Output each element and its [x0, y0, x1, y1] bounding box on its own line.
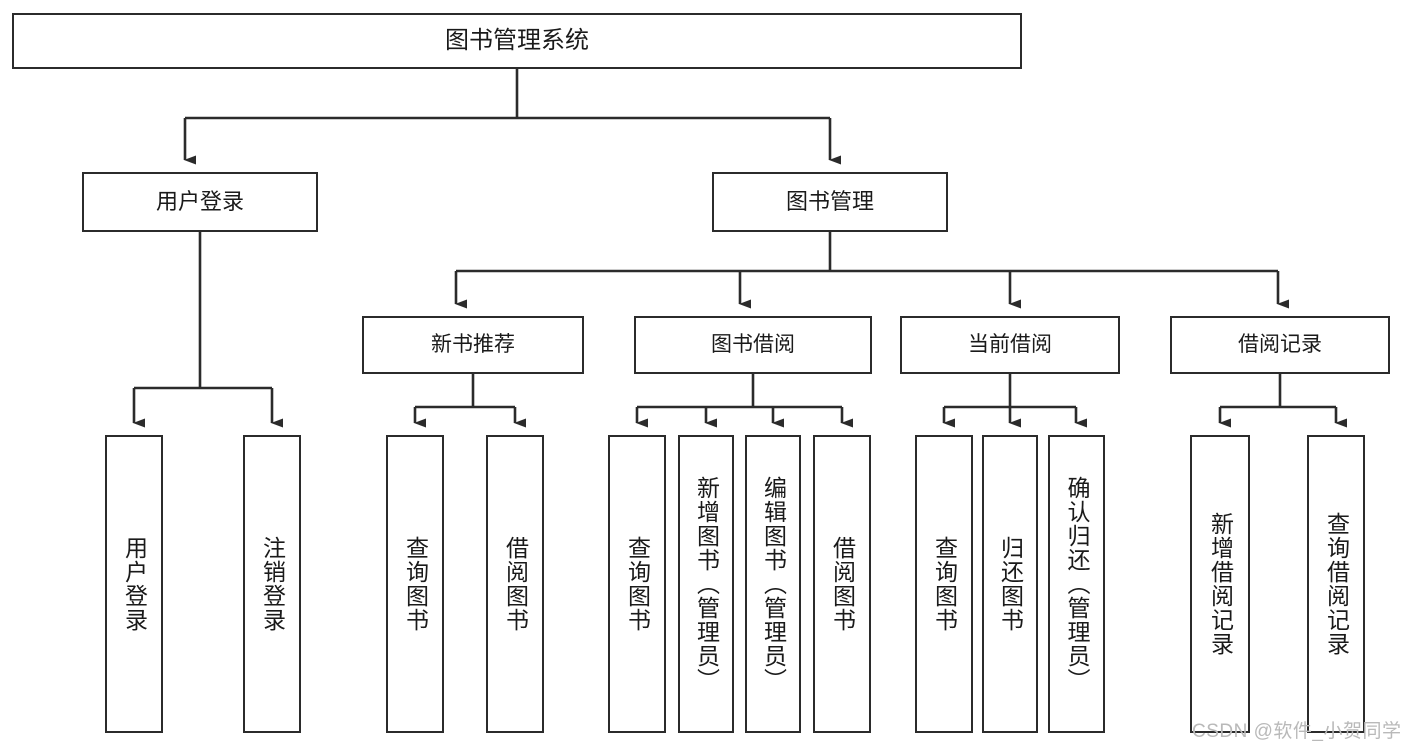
node-leaf-query-book-2[interactable]: 查询图书: [608, 435, 666, 733]
node-new-book-rec-label: 新书推荐: [431, 332, 515, 356]
node-leaf-add-book[interactable]: 新增图书（管理员）: [678, 435, 734, 733]
node-leaf-add-book-label: 新增图书（管理员）: [693, 476, 720, 692]
node-leaf-confirm-return[interactable]: 确认归还（管理员）: [1048, 435, 1105, 733]
node-leaf-query-book-3[interactable]: 查询图书: [915, 435, 973, 733]
node-leaf-query-book-2-label: 查询图书: [624, 536, 651, 632]
node-user-login-label: 用户登录: [155, 189, 244, 215]
node-leaf-borrow-book-1-label: 借阅图书: [502, 536, 529, 632]
node-new-book-rec[interactable]: 新书推荐: [362, 316, 584, 374]
node-leaf-query-book-1-label: 查询图书: [402, 536, 429, 632]
node-leaf-query-book-3-label: 查询图书: [931, 536, 958, 632]
node-leaf-query-book-1[interactable]: 查询图书: [386, 435, 444, 733]
node-leaf-query-borrow-record-label: 查询借阅记录: [1323, 512, 1350, 656]
node-leaf-user-login-label: 用户登录: [121, 536, 148, 632]
node-leaf-borrow-book-2-label: 借阅图书: [829, 536, 856, 632]
node-leaf-borrow-book-1[interactable]: 借阅图书: [486, 435, 544, 733]
node-leaf-borrow-book-2[interactable]: 借阅图书: [813, 435, 871, 733]
node-book-manage-label: 图书管理: [785, 189, 874, 215]
csdn-watermark: CSDN @软件_小贺同学: [1192, 721, 1402, 742]
node-leaf-user-login[interactable]: 用户登录: [105, 435, 163, 733]
node-root-label: 图书管理系统: [445, 26, 589, 54]
node-current-borrow[interactable]: 当前借阅: [900, 316, 1120, 374]
node-book-manage[interactable]: 图书管理: [712, 172, 948, 232]
node-book-borrow[interactable]: 图书借阅: [634, 316, 872, 374]
node-book-borrow-label: 图书借阅: [711, 332, 795, 356]
node-leaf-return-book-label: 归还图书: [997, 536, 1024, 632]
node-leaf-edit-book[interactable]: 编辑图书（管理员）: [745, 435, 801, 733]
node-leaf-add-borrow-record[interactable]: 新增借阅记录: [1190, 435, 1250, 733]
node-borrow-record[interactable]: 借阅记录: [1170, 316, 1390, 374]
node-leaf-add-borrow-record-label: 新增借阅记录: [1207, 512, 1234, 656]
node-current-borrow-label: 当前借阅: [968, 332, 1052, 356]
node-root[interactable]: 图书管理系统: [12, 13, 1022, 69]
node-leaf-confirm-return-label: 确认归还（管理员）: [1064, 476, 1090, 692]
node-leaf-user-logout[interactable]: 注销登录: [243, 435, 301, 733]
node-leaf-return-book[interactable]: 归还图书: [982, 435, 1038, 733]
node-leaf-query-borrow-record[interactable]: 查询借阅记录: [1307, 435, 1365, 733]
node-user-login[interactable]: 用户登录: [82, 172, 318, 232]
node-leaf-user-logout-label: 注销登录: [259, 536, 286, 632]
node-leaf-edit-book-label: 编辑图书（管理员）: [760, 476, 787, 692]
node-borrow-record-label: 借阅记录: [1238, 332, 1322, 356]
